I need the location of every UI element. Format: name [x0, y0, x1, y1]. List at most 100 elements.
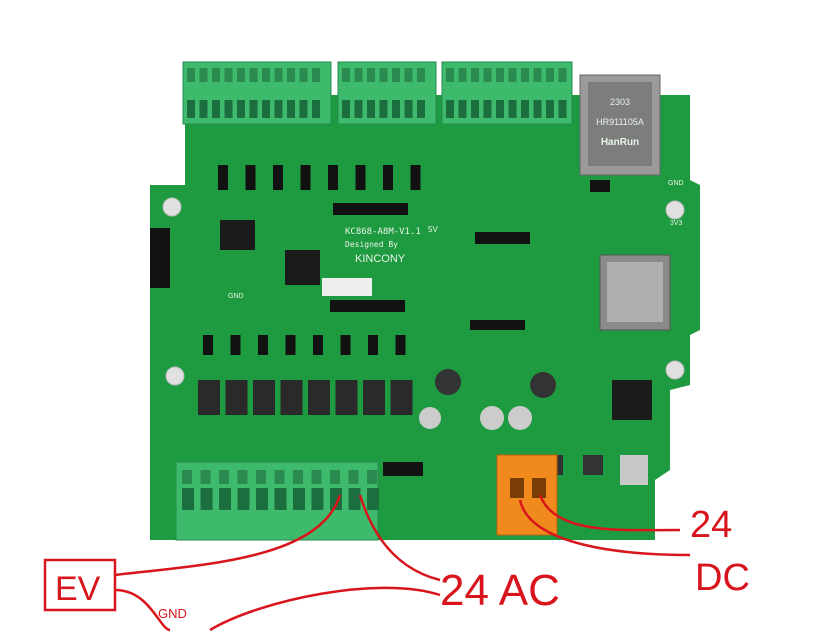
24ac-annotation: 24 AC — [440, 566, 560, 615]
terminal-slot — [354, 100, 363, 118]
driver-chip — [395, 335, 406, 355]
terminal-screw — [533, 68, 542, 82]
terminal-screw — [219, 470, 229, 484]
input-optocoupler — [245, 165, 256, 190]
terminal-slot — [367, 100, 375, 118]
mounting-hole — [165, 366, 185, 386]
24dc-value-annotation: 24 — [690, 504, 732, 546]
terminal-screw — [311, 470, 322, 484]
capacitor — [480, 406, 504, 430]
mosfet — [308, 380, 330, 415]
terminal-screw — [367, 68, 375, 82]
mosfet — [280, 380, 303, 415]
terminal-slot — [483, 100, 492, 118]
terminal-screw — [182, 470, 192, 484]
esp32-shield — [607, 262, 663, 322]
mosfet — [335, 380, 358, 415]
terminal-screw — [237, 68, 245, 82]
terminal-slot — [212, 100, 220, 118]
driver-chip — [203, 335, 213, 355]
ev-box — [43, 558, 117, 612]
terminal-screw — [354, 68, 363, 82]
push-button — [583, 455, 603, 475]
mosfet — [363, 380, 385, 415]
capacitor — [419, 407, 441, 429]
output-terminal-block — [175, 461, 379, 541]
input-optocoupler — [355, 165, 366, 190]
input-optocoupler — [410, 165, 421, 190]
inductor — [435, 369, 461, 395]
header — [330, 300, 405, 312]
terminal-slot — [404, 100, 413, 118]
terminal-screw — [496, 68, 504, 82]
terminal-slot — [182, 488, 194, 510]
terminal-screw — [379, 68, 388, 82]
header — [475, 232, 530, 244]
terminal-screw — [293, 470, 303, 484]
ethernet-jack: 2303 HR911105A HanRun — [579, 74, 661, 176]
terminal-slot — [274, 488, 287, 510]
usb-c-port — [620, 455, 648, 485]
terminal-screw — [330, 470, 340, 484]
terminal-slot — [446, 100, 454, 118]
terminal-slot — [367, 488, 379, 510]
terminal-screw — [558, 68, 567, 82]
terminal-slot — [471, 100, 479, 118]
top-terminal-blocks — [182, 61, 573, 125]
ethernet-date: 2303 — [610, 97, 630, 107]
gnd-annotation: GND — [158, 606, 187, 621]
input-optocoupler — [273, 165, 283, 190]
terminal-screw — [471, 68, 479, 82]
handwritten-annotations — [43, 494, 691, 632]
terminal-slot — [348, 488, 361, 510]
terminal-screw — [249, 68, 258, 82]
input-optocoupler — [383, 165, 393, 190]
terminal-slot — [342, 100, 350, 118]
terminal-slot — [379, 100, 388, 118]
ethernet-part: HR911105A — [596, 117, 644, 127]
input-optocoupler — [218, 165, 228, 190]
gnd-label-right: GND — [668, 180, 684, 187]
header — [470, 320, 525, 330]
driver-chip — [285, 335, 296, 355]
terminal-slot — [330, 488, 342, 510]
mosfet — [198, 380, 220, 415]
terminal-screw — [417, 68, 425, 82]
terminal-screw — [521, 68, 529, 82]
terminal-screw — [546, 68, 554, 82]
input-optocoupler — [300, 165, 311, 190]
terminal-screw — [212, 68, 220, 82]
terminal-slot — [200, 488, 213, 510]
mosfet — [225, 380, 248, 415]
terminal-screw — [367, 470, 377, 484]
terminal-screw — [274, 68, 283, 82]
terminal-slot — [312, 100, 320, 118]
terminal-slot — [219, 488, 231, 510]
terminal-screw — [392, 68, 400, 82]
terminal-slot — [262, 100, 270, 118]
connector — [322, 278, 372, 296]
terminal-screw — [342, 68, 350, 82]
capacitor — [508, 406, 532, 430]
terminal-screw — [199, 68, 208, 82]
terminal-slot — [311, 488, 324, 510]
terminal-slot — [496, 100, 504, 118]
terminal-screw — [312, 68, 320, 82]
chip — [590, 180, 610, 192]
terminal-screw — [224, 68, 233, 82]
terminal-screw — [299, 68, 308, 82]
terminal-slot — [187, 100, 195, 118]
terminal-slot — [558, 100, 567, 118]
inductor — [530, 372, 556, 398]
chip — [612, 380, 652, 420]
terminal-slot — [508, 100, 517, 118]
terminal-slot — [199, 100, 208, 118]
terminal-screw — [446, 68, 454, 82]
terminal-slot — [299, 100, 308, 118]
mosfet — [253, 380, 275, 415]
mounting-hole — [665, 360, 685, 380]
header — [333, 203, 408, 215]
terminal-slot — [417, 100, 425, 118]
terminal-slot — [521, 100, 529, 118]
terminal-slot — [256, 488, 268, 510]
